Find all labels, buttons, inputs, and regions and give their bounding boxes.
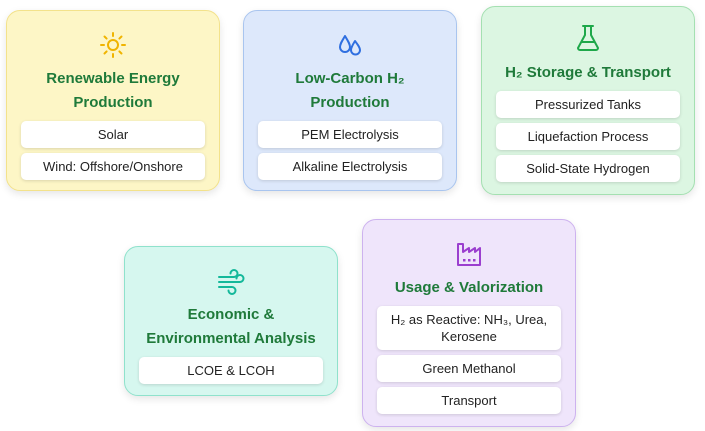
- card-low-carbon-h2-production: Low-Carbon H₂ Production PEM Electrolysi…: [243, 10, 457, 191]
- list-item-h2-as-reactive: H₂ as Reactive: NH₃, Urea, Kerosene: [377, 306, 561, 350]
- card-title: Usage & Valorization: [394, 279, 544, 296]
- card-h2-storage-transport: H₂ Storage & Transport Pressurized Tanks…: [481, 6, 695, 195]
- card-renewable-energy-production: Renewable Energy Production Solar Wind: …: [6, 10, 220, 191]
- list-item-solid-state-hydrogen: Solid-State Hydrogen: [496, 155, 680, 182]
- list-item-wind: Wind: Offshore/Onshore: [21, 153, 205, 180]
- card-title: H₂ Storage & Transport: [505, 64, 671, 81]
- card-title: Low-Carbon H₂ Production: [295, 70, 405, 111]
- list-item-solar: Solar: [21, 121, 205, 148]
- list-item-lcoe-lcoh: LCOE & LCOH: [139, 357, 323, 384]
- flask-icon: [574, 21, 602, 53]
- card-usage-valorization: Usage & Valorization H₂ as Reactive: NH₃…: [362, 219, 576, 427]
- list-item-green-methanol: Green Methanol: [377, 355, 561, 382]
- wind-icon: [216, 263, 246, 295]
- card-title: Renewable Energy Production: [46, 70, 180, 111]
- list-item-alkaline-electrolysis: Alkaline Electrolysis: [258, 153, 442, 180]
- list-item-liquefaction-process: Liquefaction Process: [496, 123, 680, 150]
- sun-icon: [99, 27, 127, 59]
- list-item-transport: Transport: [377, 387, 561, 414]
- water-drops-icon: [336, 27, 364, 59]
- factory-icon: [454, 236, 484, 268]
- card-title: Economic & Environmental Analysis: [146, 306, 316, 347]
- list-item-pressurized-tanks: Pressurized Tanks: [496, 91, 680, 118]
- card-economic-environmental-analysis: Economic & Environmental Analysis LCOE &…: [124, 246, 338, 396]
- list-item-pem-electrolysis: PEM Electrolysis: [258, 121, 442, 148]
